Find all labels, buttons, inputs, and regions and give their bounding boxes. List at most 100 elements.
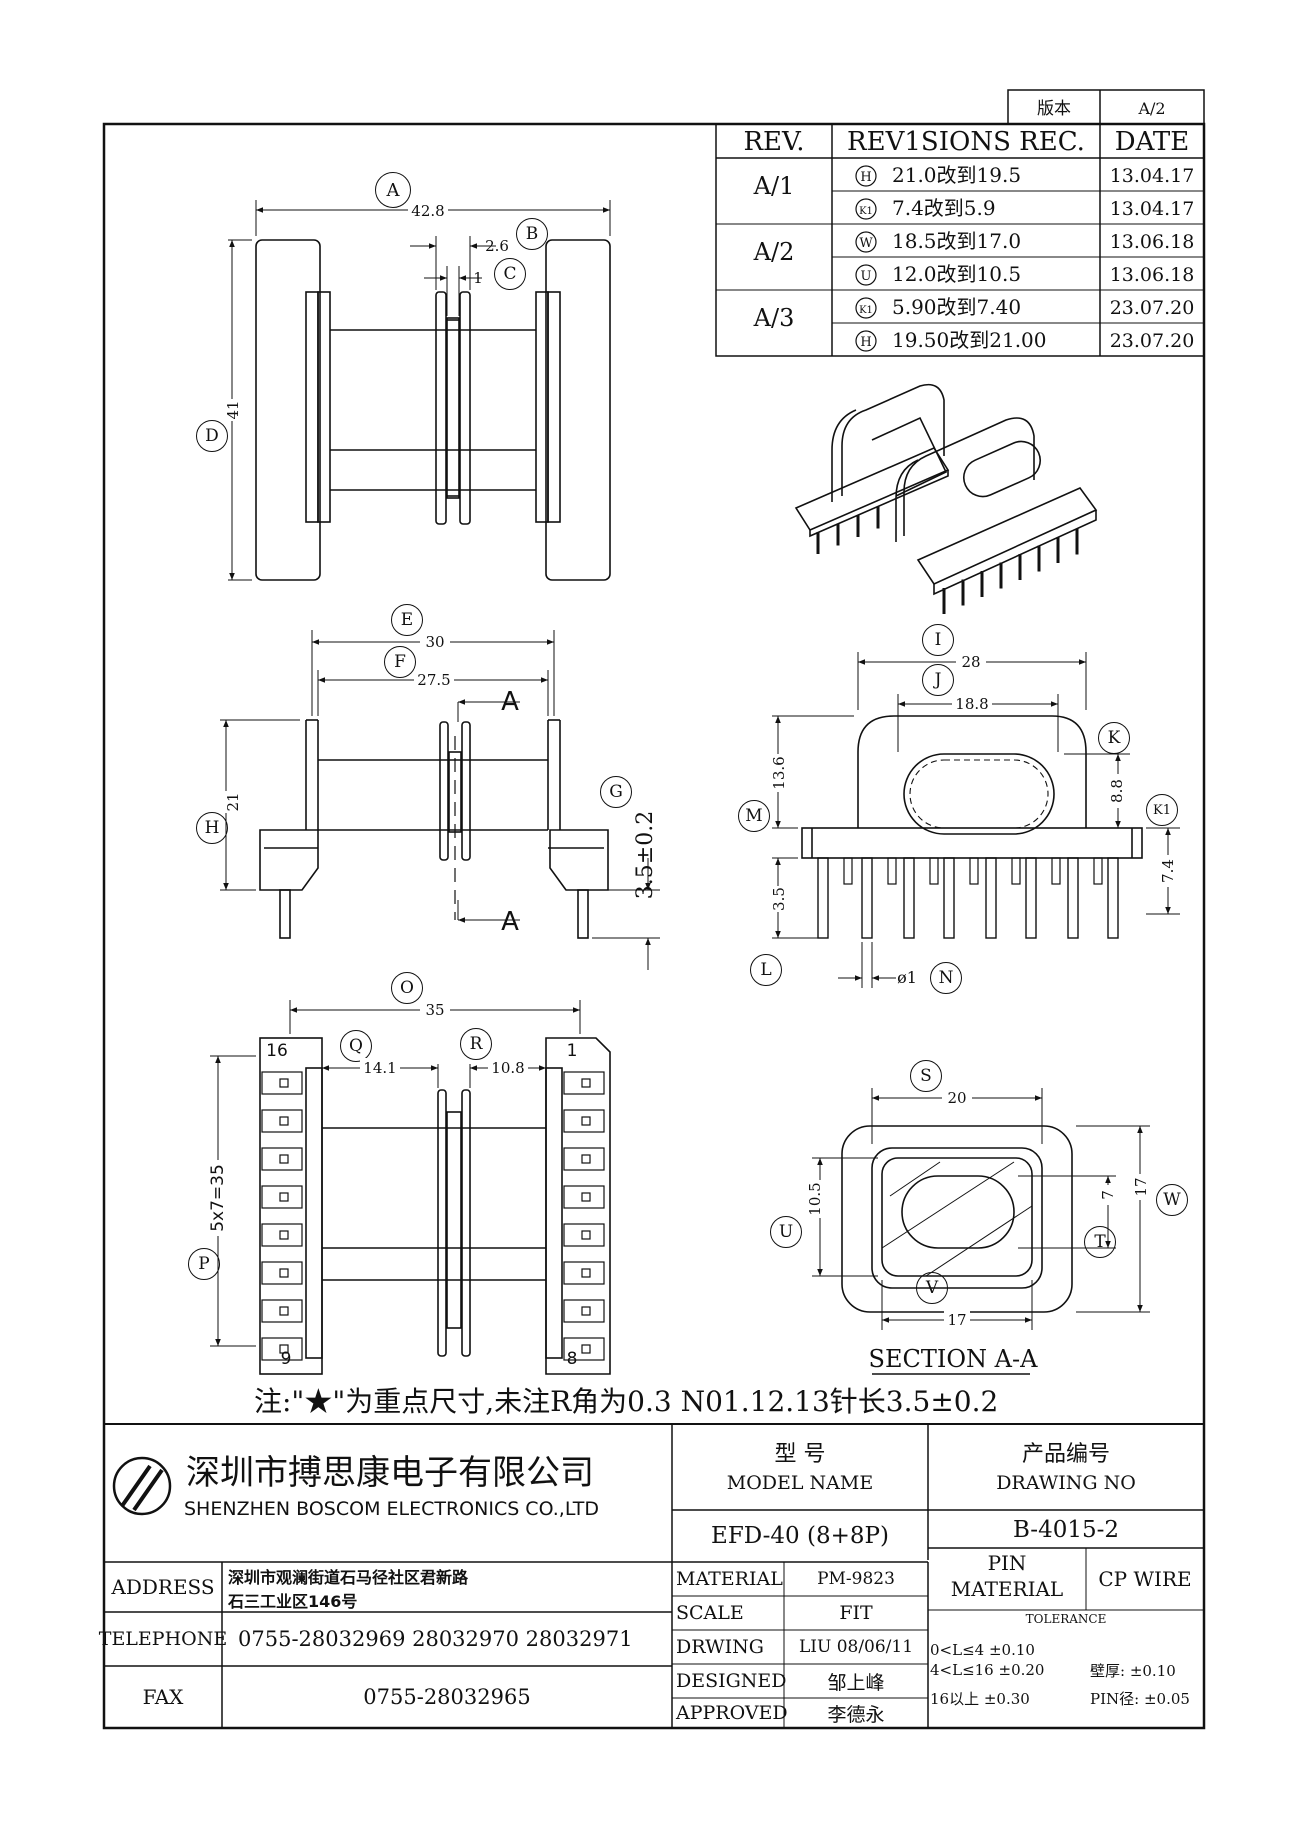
balloon-R: R bbox=[460, 1028, 492, 1060]
material-value: PM-9823 bbox=[817, 1569, 895, 1589]
material-label: MATERIAL bbox=[676, 1568, 783, 1590]
scale-label: SCALE bbox=[676, 1602, 744, 1624]
pin bbox=[1067, 857, 1079, 939]
revision-balloon bbox=[855, 165, 877, 187]
dim-1: 1 bbox=[473, 269, 483, 287]
pin-label-1: 1 bbox=[566, 1041, 578, 1061]
dim-18-8: 18.8 bbox=[952, 694, 992, 714]
balloon-A: A bbox=[375, 172, 411, 208]
pin-hole bbox=[279, 1192, 289, 1202]
revision-balloon bbox=[855, 264, 877, 286]
telephone-label: TELEPHONE bbox=[98, 1628, 228, 1650]
revision-date: 13.06.18 bbox=[1110, 231, 1195, 253]
balloon-U: U bbox=[770, 1216, 802, 1248]
pin-hole bbox=[581, 1230, 591, 1240]
tolerance-row-1: 0<L≤4 ±0.10 bbox=[930, 1641, 1035, 1659]
pin-slot bbox=[261, 1299, 303, 1323]
tolerance-label: TOLERANCE bbox=[1025, 1612, 1107, 1626]
pin-hole bbox=[279, 1344, 289, 1354]
dim-30: 30 bbox=[420, 632, 450, 652]
pin-hole bbox=[581, 1268, 591, 1278]
rev-code: A/2 bbox=[753, 238, 795, 266]
dim-3-5-tol: 3.5±0.2 bbox=[632, 810, 658, 900]
title-block bbox=[104, 1423, 1204, 1728]
pin-hole bbox=[279, 1116, 289, 1126]
revision-date: 13.04.17 bbox=[1110, 165, 1195, 187]
pin-hole bbox=[279, 1268, 289, 1278]
balloon-K1: K1 bbox=[1146, 794, 1178, 826]
pin-hole bbox=[581, 1306, 591, 1316]
drawing-note: 注:"★"为重点尺寸,未注R角为0.3 N01.12.13针长3.5±0.2 bbox=[254, 1385, 999, 1418]
version-value: A/2 bbox=[1137, 99, 1165, 118]
pin-hole bbox=[581, 1078, 591, 1088]
balloon-H: H bbox=[196, 812, 228, 844]
balloon-O: O bbox=[391, 972, 423, 1004]
pin-slot bbox=[563, 1299, 605, 1323]
pin-slot bbox=[563, 1337, 605, 1361]
pin-slot bbox=[261, 1071, 303, 1095]
revision-balloon-label: W bbox=[859, 236, 873, 251]
balloon-S: S bbox=[910, 1060, 942, 1092]
wall-thickness-tolerance: 壁厚: ±0.10 bbox=[1090, 1661, 1176, 1680]
balloon-J: J bbox=[922, 664, 954, 696]
pin bbox=[985, 857, 997, 939]
pin-slot bbox=[563, 1147, 605, 1171]
drawing-no-label-cn: 产品编号 bbox=[1021, 1442, 1110, 1467]
pin-stub bbox=[1011, 857, 1021, 885]
dim-21: 21 bbox=[221, 791, 245, 813]
dim-27-5: 27.5 bbox=[414, 670, 454, 690]
pin-slot bbox=[563, 1109, 605, 1133]
dim-41: 41 bbox=[221, 399, 245, 421]
tolerance-row-3: 16以上 ±0.30 bbox=[930, 1689, 1030, 1708]
top-view bbox=[255, 239, 611, 581]
pin-hole bbox=[581, 1154, 591, 1164]
pin-label-8: 8 bbox=[566, 1349, 578, 1369]
pin-hole bbox=[581, 1344, 591, 1354]
address-label: ADDRESS bbox=[111, 1575, 215, 1599]
top-view-dims bbox=[228, 200, 611, 581]
balloon-B: B bbox=[516, 218, 548, 250]
drawing-no-label-en: DRAWING NO bbox=[996, 1472, 1136, 1494]
pin-slot bbox=[261, 1147, 303, 1171]
balloon-N: N bbox=[930, 962, 962, 994]
drawing-border bbox=[102, 122, 1206, 1730]
pin-hole bbox=[279, 1078, 289, 1088]
balloon-F: F bbox=[384, 646, 416, 678]
pin-stub bbox=[1093, 857, 1103, 885]
pin-diameter-tolerance: PIN径: ±0.05 bbox=[1090, 1689, 1190, 1708]
balloon-E: E bbox=[391, 604, 423, 636]
section-view bbox=[841, 1125, 1073, 1313]
revision-date: 23.07.20 bbox=[1110, 297, 1195, 319]
pin-hole bbox=[279, 1230, 289, 1240]
pin-slot bbox=[563, 1185, 605, 1209]
dim-7: 7 bbox=[1097, 1185, 1119, 1205]
pin-label-9: 9 bbox=[280, 1349, 292, 1369]
model-label-cn: 型 号 bbox=[774, 1442, 826, 1467]
pin-material-value: CP WIRE bbox=[1098, 1567, 1192, 1591]
dim-28: 28 bbox=[956, 652, 986, 672]
approved-value: 李德永 bbox=[827, 1703, 885, 1726]
designed-value: 邹上峰 bbox=[827, 1671, 885, 1694]
pin-stub bbox=[969, 857, 979, 885]
balloon-W: W bbox=[1156, 1184, 1188, 1216]
fax-label: FAX bbox=[142, 1685, 184, 1709]
dim-2-6: 2.6 bbox=[485, 237, 509, 255]
pin-material-label-2: MATERIAL bbox=[950, 1577, 1064, 1601]
dim-17-vertical: 17 bbox=[1130, 1174, 1152, 1200]
pin-slot bbox=[261, 1223, 303, 1247]
pin-slot bbox=[261, 1109, 303, 1133]
telephone-value: 0755-28032969 28032970 28032971 bbox=[238, 1627, 633, 1651]
model-label-en: MODEL NAME bbox=[726, 1472, 874, 1494]
pin-label-16: 16 bbox=[266, 1041, 288, 1061]
balloon-Q: Q bbox=[340, 1030, 372, 1062]
approved-label: APPROVED bbox=[676, 1702, 788, 1724]
balloon-M: M bbox=[738, 800, 770, 832]
revision-balloon-label: U bbox=[861, 269, 872, 284]
dim-3-5: 3.5 bbox=[768, 886, 790, 912]
dim-42-8: 42.8 bbox=[408, 202, 448, 220]
dim-8-8: 8.8 bbox=[1106, 774, 1128, 808]
scale-value: FIT bbox=[839, 1602, 873, 1624]
drawing-no-value: B-4015-2 bbox=[1012, 1517, 1120, 1543]
